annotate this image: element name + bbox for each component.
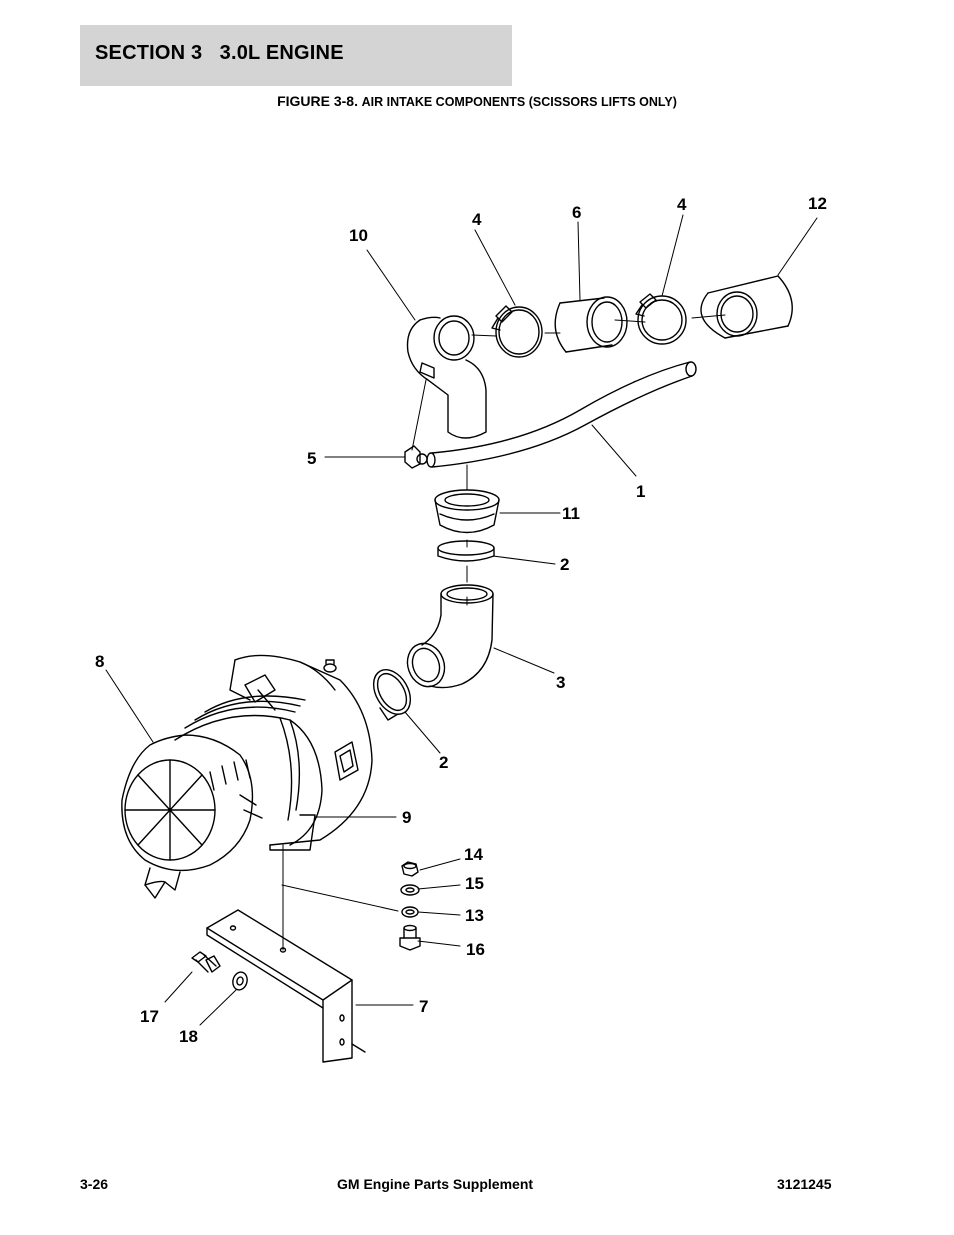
part-12-tube [700, 275, 793, 339]
footer-title: GM Engine Parts Supplement [337, 1176, 534, 1192]
part-18-washer [232, 971, 248, 991]
part-13-washer [401, 906, 419, 918]
section-title: SECTION 3 3.0L ENGINE [95, 42, 344, 64]
part-8-air-cleaner [121, 654, 373, 899]
leader-lines [105, 214, 818, 1026]
part-2-clamp-a [437, 540, 495, 562]
part-15-washer [400, 884, 420, 896]
callout-2: 2 [560, 555, 569, 574]
callout-10: 10 [349, 226, 368, 245]
part-2-clamp-b [372, 669, 412, 721]
figure-label: FIGURE 3-8. [277, 93, 358, 109]
callout-7: 7 [419, 997, 428, 1016]
callout-8: 8 [95, 652, 104, 671]
part-5-fitting [404, 445, 428, 469]
callout-13: 13 [465, 906, 484, 925]
callout-11: 11 [562, 504, 580, 523]
part-17-bolt [191, 951, 221, 973]
figure-caption: FIGURE 3-8. AIR INTAKE COMPONENTS (SCISS… [0, 93, 954, 109]
callout-2: 2 [439, 753, 448, 772]
part-14-nut [401, 861, 419, 877]
callout-3: 3 [556, 673, 565, 692]
callout-12: 12 [808, 194, 827, 213]
callout-15: 15 [465, 874, 484, 893]
callout-4: 4 [472, 210, 482, 229]
part-7-bracket [206, 909, 366, 1063]
section-header: SECTION 3 3.0L ENGINE [80, 25, 512, 86]
figure-title: AIR INTAKE COMPONENTS (SCISSORS LIFTS ON… [361, 95, 677, 109]
callout-18: 18 [179, 1027, 198, 1046]
callout-1: 1 [636, 482, 645, 501]
footer-doc-number: 3121245 [777, 1176, 832, 1192]
part-16-bolt [399, 924, 421, 951]
part-10-elbow [406, 315, 487, 439]
part-11-adapter [434, 489, 500, 534]
callout-16: 16 [466, 940, 485, 959]
callout-numbers: 1 2 2 3 4 4 5 6 7 8 9 10 11 12 13 14 15 … [95, 194, 827, 1046]
callout-17: 17 [140, 1007, 159, 1026]
callout-5: 5 [307, 449, 316, 468]
callout-4: 4 [677, 195, 687, 214]
part-6-sleeve [554, 296, 628, 353]
footer-page-number: 3-26 [80, 1176, 109, 1192]
part-4-clamp-b [635, 293, 687, 345]
callout-9: 9 [402, 808, 411, 827]
part-4-clamp-a [491, 305, 543, 358]
callout-14: 14 [464, 845, 483, 864]
part-3-elbow [406, 584, 494, 689]
part-1-hose [426, 361, 697, 468]
callout-6: 6 [572, 203, 581, 222]
